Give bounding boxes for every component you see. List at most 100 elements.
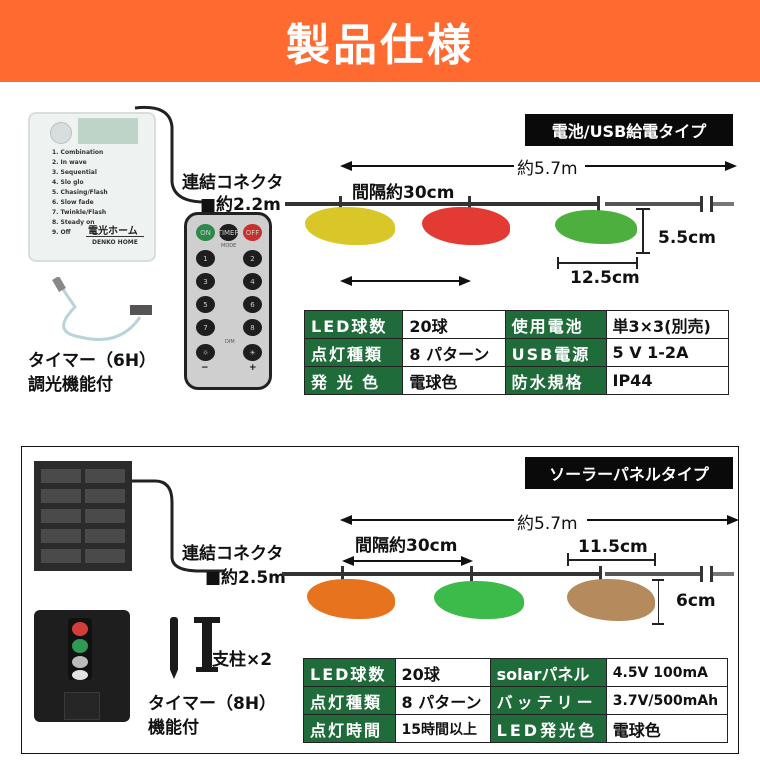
spec-key: バッテリー — [489, 686, 607, 715]
type-label-solar: ソーラーパネルタイプ — [525, 457, 733, 489]
section-solar-type: 連結コネクタ ■約2.5m ソーラーパネルタイプ 約5.7m 間隔約30cm 1… — [21, 446, 739, 754]
dinosaur-triceratops-image — [567, 579, 655, 621]
stake-mount-base — [196, 667, 218, 672]
connector-length-solar: ■約2.5m — [205, 568, 286, 588]
spec-value: 15時間以上 — [394, 714, 491, 743]
height-dim-label-solar: 6cm — [676, 591, 716, 611]
remote-dim-up-icon: ☀ — [243, 344, 262, 361]
spec-value: 5 V 1-2A — [605, 338, 729, 367]
light-string-wire-faded — [605, 202, 703, 206]
spec-key: LED球数 — [303, 658, 396, 687]
spec-value: IP44 — [605, 366, 729, 395]
timer-label-solar: タイマー（8H） — [148, 694, 277, 714]
width-dim-cap — [557, 257, 559, 269]
spec-value: 20球 — [402, 310, 506, 339]
dinosaur-yellow-image — [305, 207, 395, 245]
solar-controller-box-image — [34, 610, 130, 722]
section-usb-type: 1. Combination 2. In wave 3. Sequential … — [0, 82, 760, 402]
dinosaur-green-image — [555, 210, 637, 244]
remote-off-button: OFF — [243, 224, 262, 241]
width-dim-cap — [654, 553, 656, 566]
connector-label-solar: 連結コネクタ — [182, 544, 284, 564]
solar-wire — [132, 479, 225, 573]
width-dim-label: 12.5cm — [570, 268, 640, 288]
remote-button-5: 5 — [196, 296, 215, 313]
width-dim-cap — [567, 553, 569, 566]
total-length-label: 約5.7m — [517, 159, 578, 179]
interval-label: 間隔約30cm — [352, 183, 455, 203]
spec-key: 使用電池 — [504, 310, 607, 339]
light-string-wire-end — [712, 572, 734, 576]
dinosaur-green-stegosaurus-image — [434, 581, 524, 619]
controller-timer-button — [72, 670, 88, 680]
spec-table-solar: LED球数 20球 solarパネル 4.5V 100mA 点灯種類 8 パター… — [303, 658, 729, 743]
stake-label: 支柱×2 — [212, 650, 273, 670]
battery-brand-en: DENKO HOME — [92, 239, 138, 246]
interval-label-solar: 間隔約30cm — [355, 536, 458, 556]
spec-key: 点灯種類 — [303, 338, 404, 367]
remote-button-6: 6 — [243, 296, 262, 313]
battery-brand-divider — [86, 236, 144, 237]
height-dim-cap — [636, 252, 650, 254]
wire-tick — [339, 196, 342, 212]
wire-tick — [468, 196, 471, 212]
remote-mode-label: MODE — [221, 243, 237, 249]
wire-break-tick — [710, 196, 713, 212]
dinosaur-orange-image — [307, 579, 395, 619]
spec-key: 防水規格 — [504, 366, 607, 395]
spec-key: solarパネル — [489, 658, 607, 687]
battery-box-image: 1. Combination 2. In wave 3. Sequential … — [28, 112, 156, 262]
timer-function-label: 機能付 — [148, 718, 199, 738]
type-label-usb: 電池/USB給電タイプ — [525, 114, 733, 146]
wire-tick — [597, 196, 600, 212]
total-length-label-solar: 約5.7m — [517, 514, 578, 534]
ground-stake-image — [170, 617, 178, 679]
height-dim-cap — [652, 623, 664, 625]
wire-break-tick — [700, 196, 703, 212]
spec-value: 8 パターン — [402, 338, 506, 367]
spec-row: 発 光 色 電球色 防水規格 IP44 — [303, 366, 729, 395]
remote-control-image: ON TIMER OFF MODE 1 2 3 4 5 6 7 8 DIM ☼ … — [184, 212, 272, 390]
spec-value: 20球 — [394, 658, 491, 687]
interval-arrow-solar — [342, 556, 473, 566]
wire-break-tick — [710, 566, 713, 582]
timer-label: タイマー（6H） — [28, 351, 157, 371]
total-length-arrow-left — [340, 161, 514, 171]
header-banner: 製品仕様 — [0, 0, 760, 82]
spec-key: LED球数 — [303, 310, 404, 339]
total-length-arrow-right — [585, 161, 737, 171]
battery-box-circuit — [78, 118, 138, 144]
height-dim-cap — [652, 579, 664, 581]
spec-row: LED球数 20球 solarパネル 4.5V 100mA — [303, 658, 729, 687]
remote-on-button: ON — [196, 224, 215, 241]
spec-value: 電球色 — [402, 366, 506, 395]
height-dim-label: 5.5cm — [658, 228, 716, 248]
dimmer-label: 調光機能付 — [28, 375, 113, 395]
solar-panel-image — [34, 461, 132, 571]
width-dim-label-solar: 11.5cm — [578, 537, 648, 557]
wire-tick — [599, 566, 602, 582]
remote-dim-plus: + — [249, 363, 257, 373]
width-dim-cap — [636, 257, 638, 269]
battery-box-switch — [50, 122, 72, 144]
width-dim-line — [567, 559, 655, 561]
total-length-arrow-right — [587, 515, 739, 525]
spec-value: 4.5V 100mA — [605, 658, 729, 687]
remote-button-4: 4 — [243, 273, 262, 290]
dinosaur-red-image — [422, 207, 510, 245]
battery-brand-jp: 電光ホーム — [88, 226, 138, 237]
spec-value: 単3×3(別売) — [605, 310, 729, 339]
spec-row: LED球数 20球 使用電池 単3×3(別売) — [303, 310, 729, 339]
spec-value: 電球色 — [605, 714, 729, 743]
wire-break-tick — [700, 566, 703, 582]
remote-dim-label: DIM — [225, 339, 235, 345]
remote-button-3: 3 — [196, 273, 215, 290]
remote-button-1: 1 — [196, 250, 215, 267]
height-dim-line — [642, 208, 644, 254]
wire-tick — [470, 566, 473, 582]
controller-on-off-button — [72, 622, 88, 636]
light-string-wire-end — [712, 202, 734, 206]
controller-mount-slot — [64, 692, 100, 720]
height-dim-line — [658, 579, 659, 625]
stake-mount-post — [202, 623, 212, 669]
